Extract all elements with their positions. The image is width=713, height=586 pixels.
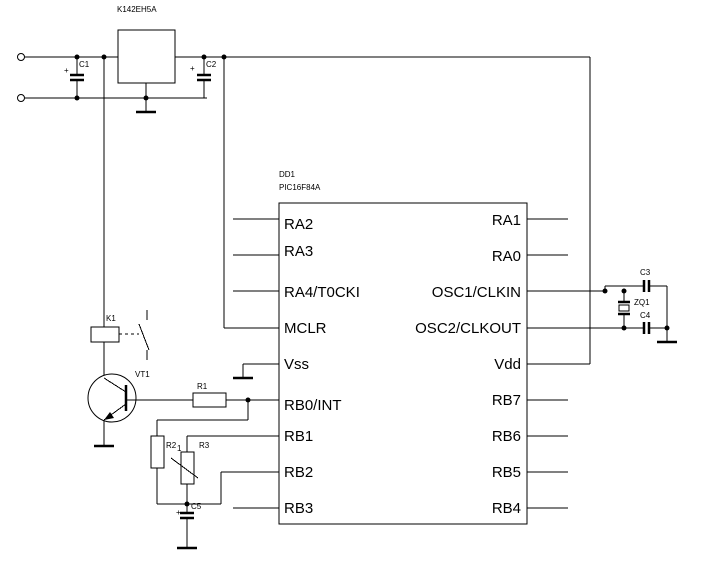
c5-label: C5 — [191, 502, 202, 511]
pin-osc2-clkout: OSC2/CLKOUT — [415, 320, 521, 337]
pin-rb5: RB5 — [492, 464, 521, 481]
pin-osc1-clkin: OSC1/CLKIN — [432, 284, 521, 301]
zq1-label: ZQ1 — [634, 298, 650, 307]
capacitor-c2: + C2 — [190, 54, 217, 98]
crystal-oscillator: C3 C4 ZQ1 — [527, 268, 677, 344]
c1-plus: + — [64, 66, 69, 75]
pin-rb6: RB6 — [492, 428, 521, 445]
c1-label: C1 — [79, 60, 90, 69]
transistor-vt1: VT1 — [87, 370, 193, 448]
pin-ra2: RA2 — [284, 216, 313, 233]
resistor-r1: R1 — [192, 382, 279, 408]
c4-label: C4 — [640, 311, 651, 320]
pin-rb2: RB2 — [284, 464, 313, 481]
pin-vdd: Vdd — [494, 356, 521, 373]
c3-label: C3 — [640, 268, 651, 277]
pin-vss: Vss — [284, 356, 309, 373]
k1-label: K1 — [106, 314, 116, 323]
c2-plus: + — [190, 64, 195, 73]
pin-rb4: RB4 — [492, 500, 521, 517]
voltage-regulator: K142EH5A — [117, 5, 590, 114]
regulator-label: K142EH5A — [117, 5, 157, 14]
c2-label: C2 — [206, 60, 217, 69]
vss-ground — [233, 363, 279, 380]
pin-rb3: RB3 — [284, 500, 313, 517]
input-terminal-positive — [17, 53, 25, 61]
c5-plus: + — [176, 508, 181, 517]
sensor-network: R2 R3 1 + C5 — [150, 400, 279, 550]
mcu-ref-label: DD1 — [279, 170, 296, 179]
r1-label: R1 — [197, 382, 208, 391]
pin-ra0: RA0 — [492, 248, 521, 265]
pin-mclr: MCLR — [284, 320, 327, 337]
capacitor-c1: + C1 — [64, 54, 90, 101]
microcontroller-dd1: DD1 PIC16F84A RA2 RA3 RA4/T0CKI MCLR Vss… — [233, 170, 568, 525]
r3-tap-label: 1 — [177, 444, 182, 453]
pin-rb1: RB1 — [284, 428, 313, 445]
pin-rb7: RB7 — [492, 392, 521, 409]
r2-label: R2 — [166, 441, 177, 450]
pin-ra3: RA3 — [284, 243, 313, 260]
pin-ra1: RA1 — [492, 212, 521, 229]
power-input — [17, 53, 207, 102]
pin-rb0-int: RB0/INT — [284, 397, 342, 414]
r3-label: R3 — [199, 441, 210, 450]
supply-wiring — [101, 54, 591, 365]
vt1-label: VT1 — [135, 370, 150, 379]
relay-k1: K1 — [90, 310, 150, 378]
input-terminal-negative — [17, 94, 25, 102]
mcu-part-label: PIC16F84A — [279, 183, 321, 192]
pin-ra4-t0cki: RA4/T0CKI — [284, 284, 360, 301]
